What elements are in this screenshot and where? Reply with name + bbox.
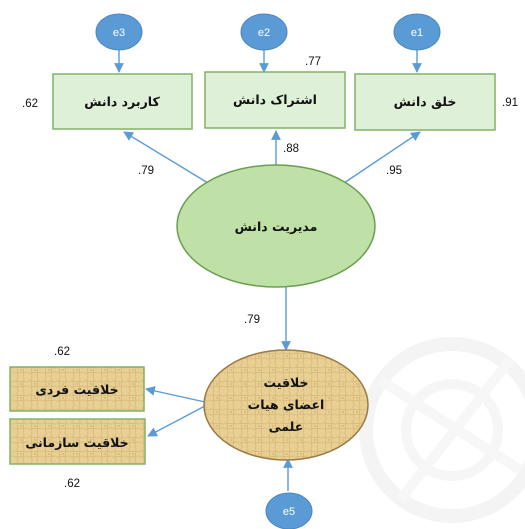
path-coef-application: .79 [138,165,154,177]
box-knowledge-application: کاربرد دانش [52,73,193,130]
path-coef-sharing: .88 [283,143,299,155]
r2-organizational: .62 [64,478,80,490]
path-coef-km-creativity: .79 [244,314,260,326]
box-organizational-creativity: خلاقیت سازمانی [9,418,146,465]
error-term-e3: e3 [95,13,143,51]
svg-text:اعضای هیات: اعضای هیات [248,397,325,412]
svg-text:e3: e3 [113,27,125,39]
watermark-decoration [359,337,525,523]
error-term-e2: e2 [240,13,288,51]
latent-faculty-creativity: خلاقیت اعضای هیات علمی [203,349,369,461]
svg-text:مدیریت دانش: مدیریت دانش [235,219,318,234]
arrow-creativity-individual [145,386,206,403]
arrow-km-creation [343,131,421,184]
arrow-km-application [123,131,209,184]
error-term-e5: e5 [265,492,313,529]
path-coef-creation: .95 [386,165,402,177]
arrow-creativity-organizational [147,405,206,437]
svg-text:خلاقیت سازمانی: خلاقیت سازمانی [25,435,128,450]
svg-text:خلاقیت فردی: خلاقیت فردی [35,382,118,397]
svg-text:علمی: علمی [269,419,304,434]
error-term-e1: e1 [393,13,441,51]
box-knowledge-sharing: اشتراک دانش [204,71,346,129]
box-individual-creativity: خلاقیت فردی [9,366,145,412]
latent-knowledge-management: مدیریت دانش [176,164,376,288]
svg-text:خلاقیت: خلاقیت [263,375,308,390]
svg-text:کاربرد دانش: کاربرد دانش [84,94,160,109]
r2-application: .62 [22,98,38,110]
svg-text:e5: e5 [283,506,295,518]
svg-text:خلق دانش: خلق دانش [394,94,457,109]
box-knowledge-creation: خلق دانش [354,73,496,131]
r2-individual: .62 [54,346,70,358]
svg-text:اشتراک دانش: اشتراک دانش [233,92,317,107]
svg-text:e1: e1 [411,27,423,39]
svg-text:e2: e2 [258,27,270,39]
r2-creation: .91 [502,97,518,109]
r2-sharing: .77 [305,56,321,68]
